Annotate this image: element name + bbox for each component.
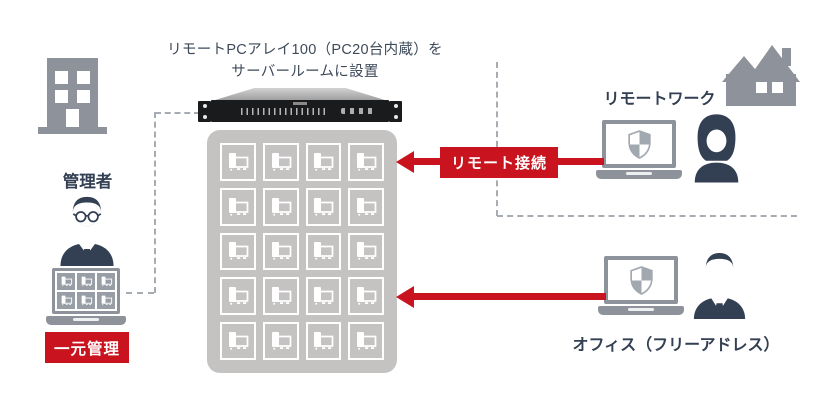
mini-cell	[77, 292, 95, 309]
shield-icon	[627, 129, 651, 159]
pc-cell	[220, 322, 256, 360]
pc-icon	[314, 287, 334, 306]
rack-logo	[293, 102, 307, 105]
rack-io-ports	[340, 108, 377, 114]
pc-cell	[262, 322, 299, 360]
rack-caption-line1: リモートPCアレイ100（PC20台内蔵）を	[167, 42, 443, 58]
pc-cell	[305, 143, 342, 181]
pc-icon	[101, 295, 112, 306]
admin-laptop-icon	[46, 268, 126, 325]
shield-icon	[629, 265, 653, 295]
pc-icon	[271, 152, 291, 171]
rack-caption-line2: サーバールームに設置	[231, 64, 379, 80]
pc-icon	[357, 332, 377, 350]
remote-connection-arrowhead-bottom	[396, 286, 414, 308]
rack-front-panel	[211, 100, 389, 122]
pc-icon	[61, 276, 72, 287]
office-laptop-base	[598, 306, 684, 315]
pc-icon	[357, 152, 377, 171]
pc-icon	[271, 332, 291, 350]
pc-icon	[228, 332, 249, 350]
female-worker-icon	[690, 111, 743, 184]
remote-connection-arrow-bottom	[412, 293, 606, 300]
pc-icon	[314, 242, 334, 261]
pc-array-box	[207, 130, 397, 373]
remote-work-zone-border-vertical	[496, 62, 498, 216]
office-label: オフィス（フリーアドレス）	[572, 337, 780, 354]
admin-laptop-screen	[52, 268, 120, 314]
pc-icon	[271, 197, 291, 216]
mini-cell	[57, 273, 75, 290]
centralized-management-badge: 一元管理	[45, 332, 129, 363]
remote-work-zone-border-horizontal	[497, 215, 797, 217]
pc-icon	[357, 242, 377, 261]
pc-cell	[305, 277, 342, 316]
rack-mount-ear-left	[198, 101, 211, 122]
pc-icon	[271, 287, 291, 306]
admin-laptop-base	[46, 316, 126, 325]
pc-icon	[314, 152, 334, 171]
pc-icon	[228, 287, 249, 306]
building-icon	[38, 58, 107, 134]
office-laptop-icon	[598, 256, 684, 315]
pc-cell	[262, 143, 299, 181]
pc-array-grid	[220, 143, 384, 360]
pc-cell	[348, 232, 384, 271]
pc-cell	[220, 277, 256, 316]
house-icon	[722, 42, 802, 108]
dashed-connector-admin-top	[155, 112, 200, 114]
mini-cell	[77, 273, 95, 290]
pc-cell	[220, 232, 256, 271]
rack-server-icon	[198, 88, 402, 122]
pc-cell	[305, 187, 342, 226]
dashed-connector-admin-vertical	[154, 112, 156, 293]
pc-icon	[228, 152, 249, 171]
pc-cell	[220, 143, 256, 181]
pc-cell	[220, 187, 256, 226]
pc-icon	[228, 242, 249, 261]
remote-laptop-screen	[602, 120, 676, 168]
pc-icon	[81, 276, 92, 287]
pc-cell	[305, 322, 342, 360]
remote-laptop-base	[596, 170, 682, 179]
mini-cell	[57, 292, 75, 309]
remote-laptop-icon	[596, 120, 682, 179]
glasses-icon	[72, 211, 102, 223]
male-worker-icon	[688, 252, 751, 319]
admin-label: 管理者	[62, 173, 113, 191]
pc-icon	[314, 197, 334, 216]
dashed-connector-admin-bottom	[126, 292, 154, 294]
rack-caption: リモートPCアレイ100（PC20台内蔵）を サーバールームに設置	[150, 39, 460, 83]
office-laptop-screen	[604, 256, 678, 304]
pc-icon	[357, 197, 377, 216]
pc-icon	[81, 295, 92, 306]
pc-cell	[262, 232, 299, 271]
pc-cell	[348, 322, 384, 360]
rack-ports	[241, 108, 327, 115]
remote-work-label: リモートワーク	[603, 91, 716, 108]
pc-cell	[262, 277, 299, 316]
admin-screen-grid	[57, 273, 115, 309]
remote-connection-arrowhead-top	[396, 151, 414, 173]
rack-mount-ear-right	[389, 101, 402, 122]
pc-cell	[348, 187, 384, 226]
pc-icon	[101, 276, 112, 287]
pc-icon	[228, 197, 249, 216]
mini-cell	[97, 292, 115, 309]
pc-icon	[314, 332, 334, 350]
pc-cell	[262, 187, 299, 226]
pc-cell	[348, 143, 384, 181]
pc-cell	[305, 232, 342, 271]
remote-connection-label: リモート接続	[440, 147, 558, 178]
admin-user-icon	[56, 194, 118, 266]
pc-icon	[61, 295, 72, 306]
pc-icon	[357, 287, 377, 306]
pc-cell	[348, 277, 384, 316]
pc-icon	[271, 242, 291, 261]
rack-top-panel	[212, 88, 388, 101]
mini-cell	[97, 273, 115, 290]
